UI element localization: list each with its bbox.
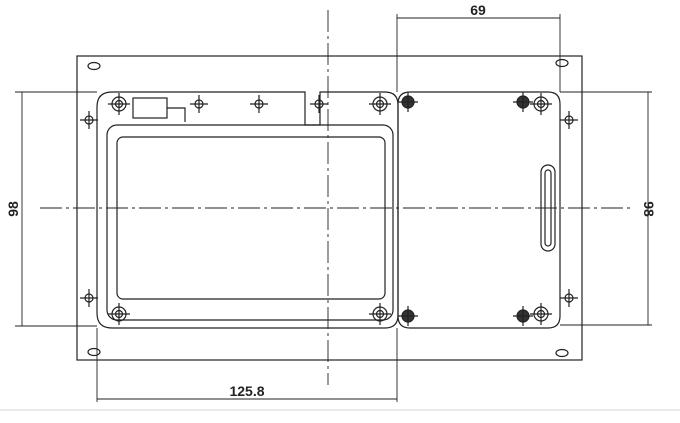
display-frame (96, 91, 399, 329)
mounting-slots (87, 58, 569, 358)
display-screen (116, 136, 386, 300)
dim-top-width: 69 (470, 2, 486, 18)
mounting-holes (80, 92, 578, 326)
display-bezel-inner (106, 124, 394, 321)
dim-right-height: 98 (641, 201, 657, 217)
center-lines (40, 10, 630, 385)
tab-outline (167, 107, 186, 122)
control-panel (397, 91, 561, 329)
dim-bottom-width: 125.8 (229, 383, 264, 399)
dim-left-height: 98 (5, 201, 21, 217)
dimension-lines (15, 14, 652, 402)
